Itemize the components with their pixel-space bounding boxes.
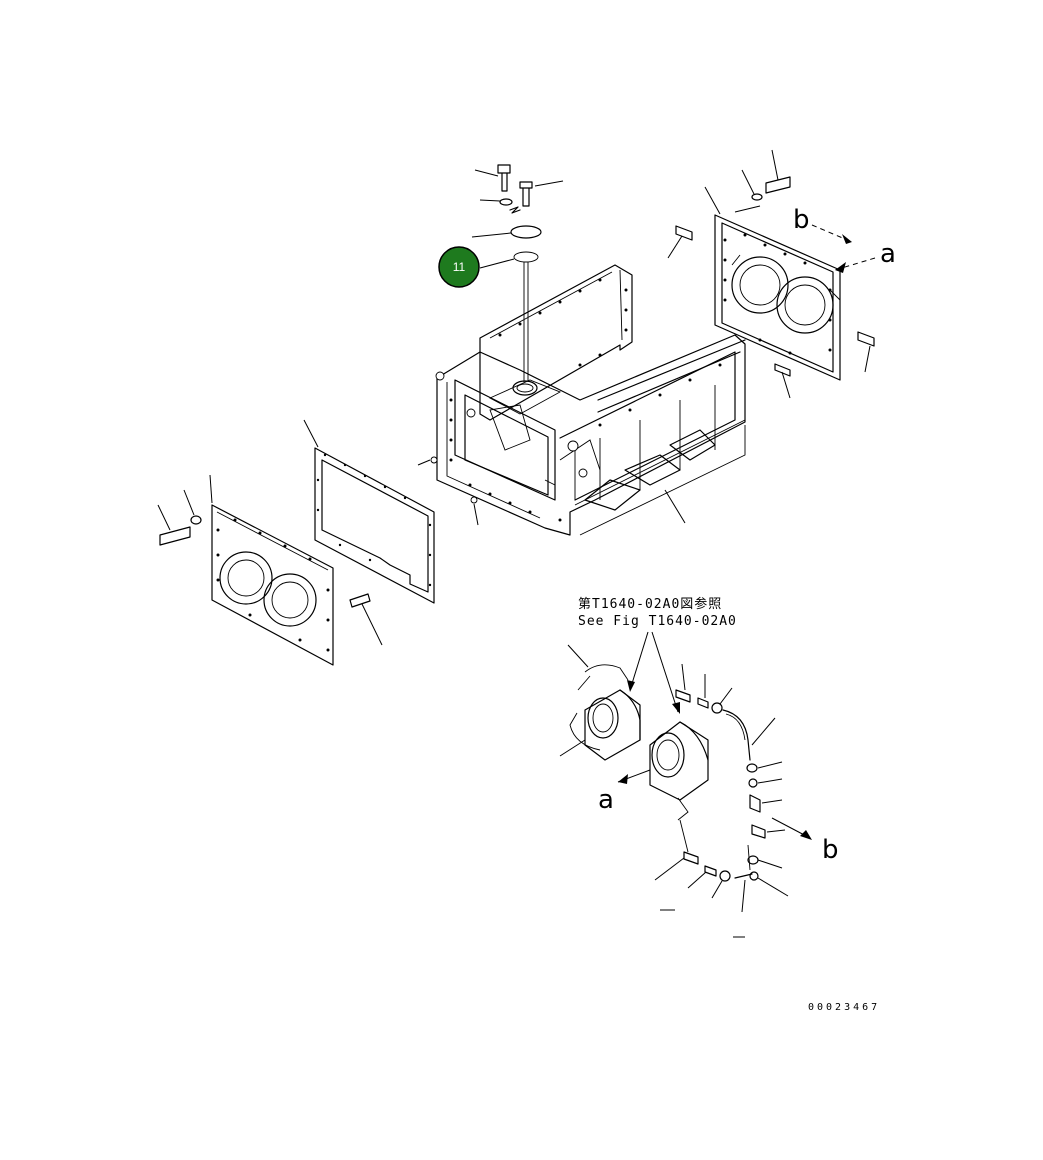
view-letter-a-bottom: a [598, 785, 614, 815]
view-letter-a-top: a [880, 239, 896, 269]
piping-assembly [654, 663, 789, 938]
left-cover-plate [157, 474, 383, 666]
callout-11-label: 11 [453, 260, 466, 274]
view-arrow-b-top: b [793, 205, 853, 244]
reference-note-line2: See Fig T1640-02A0 [578, 614, 737, 629]
reference-note: 第T1640-02A0図参照 See Fig T1640-02A0 [578, 596, 737, 714]
view-arrow-a-top: a [834, 239, 896, 273]
drawing-number: 00023467 [808, 1002, 880, 1013]
view-arrow-b-bottom: b [771, 817, 839, 865]
callout-11[interactable]: 11 [438, 246, 480, 288]
view-letter-b-bottom: b [822, 835, 839, 865]
bottom-hub-left [559, 644, 641, 761]
main-case-body [417, 264, 746, 536]
reference-note-line1: 第T1640-02A0図参照 [578, 596, 722, 612]
callout-11-circle[interactable] [438, 246, 480, 288]
top-cap-assembly [471, 164, 564, 382]
gasket [303, 419, 435, 604]
view-letter-b-top: b [793, 205, 810, 235]
right-cover-plate [667, 149, 875, 399]
bottom-hub-right: a [598, 721, 709, 821]
